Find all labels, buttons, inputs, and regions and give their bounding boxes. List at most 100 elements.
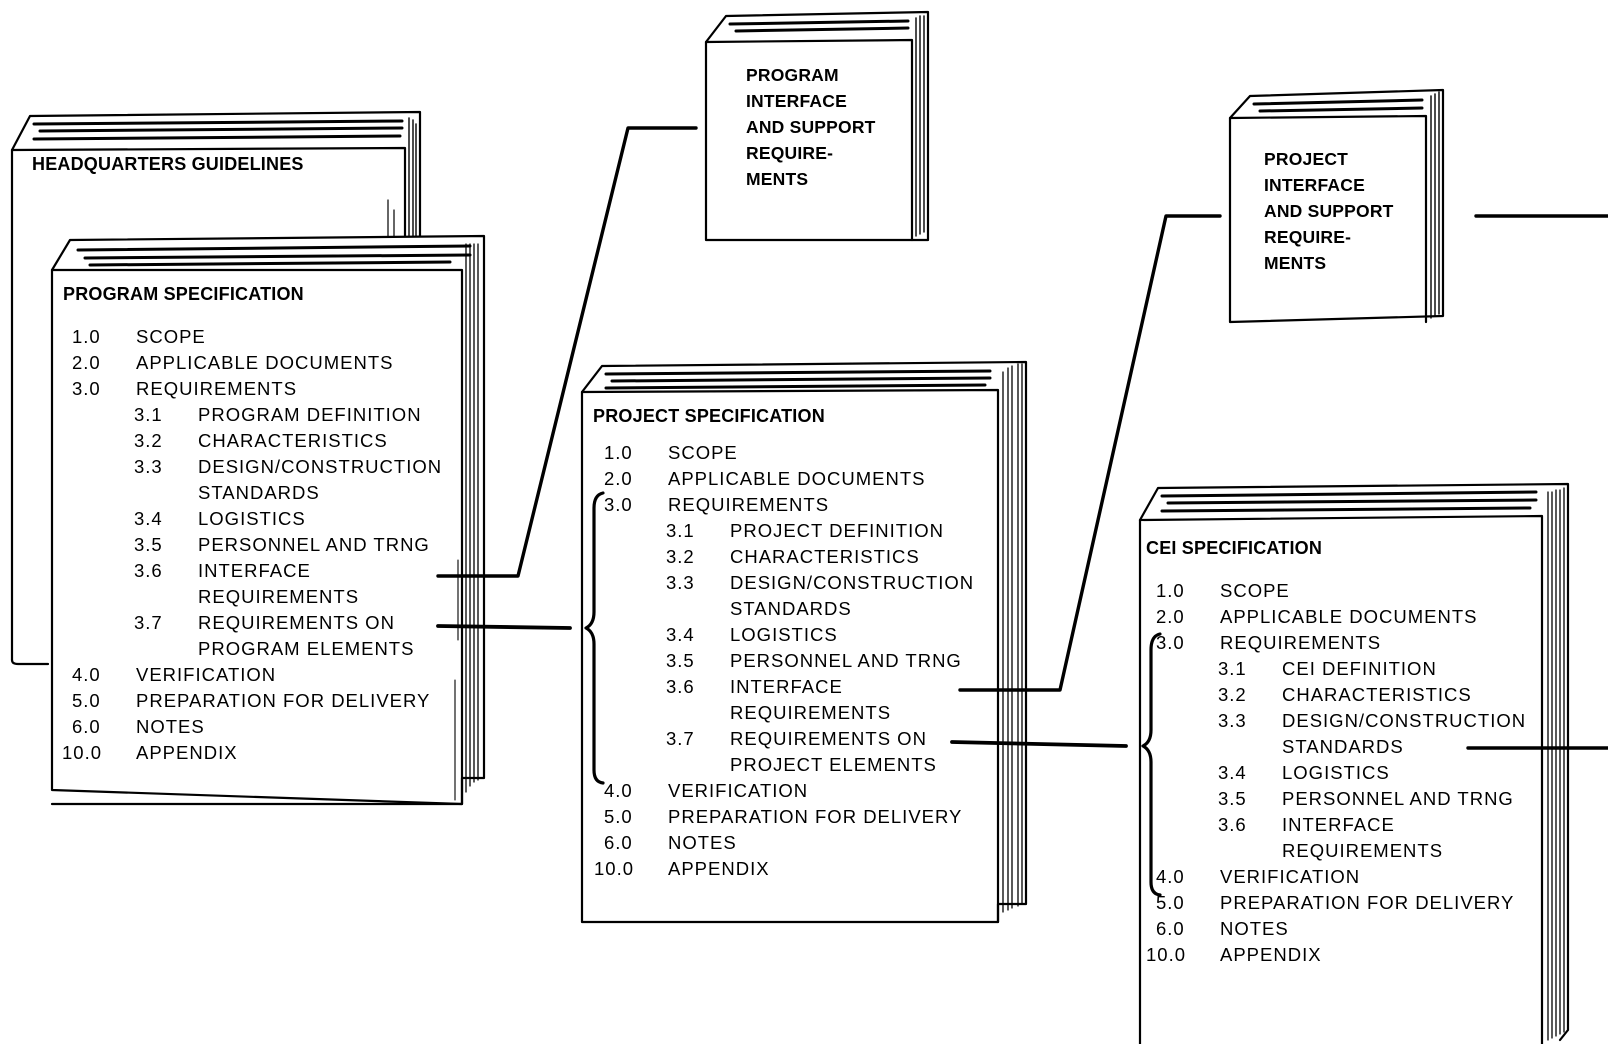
connector-project-elements <box>950 740 1128 748</box>
toc-item-number: 4.0 <box>1156 866 1185 887</box>
toc-item-number: 3.2 <box>666 546 695 567</box>
toc-item-number: 2.0 <box>604 468 633 489</box>
cei-specification-book <box>1138 482 1570 1044</box>
program-interface-line: AND SUPPORT <box>746 117 876 137</box>
toc-item-number: 3.0 <box>1156 632 1185 653</box>
toc-item-label: INTERFACE <box>198 560 311 581</box>
program-interface-book <box>704 10 930 242</box>
toc-item-number: 3.6 <box>666 676 695 697</box>
toc-item-number: 3.3 <box>666 572 695 593</box>
toc-item-number: 3.4 <box>666 624 695 645</box>
headquarters-guidelines-book <box>10 110 422 666</box>
toc-item-number: 6.0 <box>1156 918 1185 939</box>
toc-item-label: INTERFACE <box>1282 814 1395 835</box>
toc-item-label: DESIGN/CONSTRUCTION <box>730 572 975 593</box>
toc-item-label-continued: PROJECT ELEMENTS <box>730 754 937 775</box>
toc-item-label-continued: STANDARDS <box>1282 736 1404 757</box>
program-interface-line: INTERFACE <box>746 91 847 111</box>
connector-project-interface <box>958 214 1222 692</box>
toc-item-label: REQUIREMENTS ON <box>198 612 395 633</box>
toc-item-label: CHARACTERISTICS <box>1282 684 1472 705</box>
toc-item-label: DESIGN/CONSTRUCTION <box>1282 710 1527 731</box>
toc-item-number: 3.1 <box>134 404 163 425</box>
toc-item-number: 3.5 <box>1218 788 1247 809</box>
toc-item-label: PERSONNEL AND TRNG <box>198 534 430 555</box>
connector-program-interface <box>436 126 698 578</box>
toc-item-label: VERIFICATION <box>668 780 809 801</box>
cei-specification-title: CEI SPECIFICATION <box>1146 538 1323 558</box>
program-interface-line: PROGRAM <box>746 65 839 85</box>
program-interface-line: REQUIRE- <box>746 143 834 163</box>
toc-item-number: 1.0 <box>1156 580 1185 601</box>
toc-item-number: 3.0 <box>72 378 101 399</box>
project-requirements-brace <box>584 491 605 785</box>
toc-item-number: 4.0 <box>72 664 101 685</box>
toc-item-label-continued: PROGRAM ELEMENTS <box>198 638 415 659</box>
project-interface-line: REQUIRE- <box>1264 227 1352 247</box>
toc-item-label: REQUIREMENTS <box>1220 632 1382 653</box>
toc-item-number: 3.3 <box>1218 710 1247 731</box>
toc-item-label: SCOPE <box>1220 580 1290 601</box>
toc-item-number: 3.0 <box>604 494 633 515</box>
toc-item-label: PERSONNEL AND TRNG <box>1282 788 1514 809</box>
project-interface-line: PROJECT <box>1264 149 1349 169</box>
toc-item-label: PROGRAM DEFINITION <box>198 404 422 425</box>
toc-item-number: 6.0 <box>604 832 633 853</box>
toc-item-number: 2.0 <box>72 352 101 373</box>
toc-item-label: CHARACTERISTICS <box>198 430 388 451</box>
toc-item-number: 1.0 <box>72 326 101 347</box>
toc-item-number: 10.0 <box>62 742 103 763</box>
headquarters-guidelines-title: HEADQUARTERS GUIDELINES <box>32 154 304 174</box>
toc-item-label: REQUIREMENTS ON <box>730 728 927 749</box>
toc-item-number: 3.6 <box>134 560 163 581</box>
toc-item-label: VERIFICATION <box>136 664 277 685</box>
toc-item-label-continued: STANDARDS <box>730 598 852 619</box>
toc-item-label: PREPARATION FOR DELIVERY <box>1220 892 1515 913</box>
toc-item-label-continued: REQUIREMENTS <box>1282 840 1444 861</box>
toc-item-number: 1.0 <box>604 442 633 463</box>
toc-item-number: 3.4 <box>134 508 163 529</box>
toc-item-label: LOGISTICS <box>730 624 838 645</box>
toc-item-label: REQUIREMENTS <box>136 378 298 399</box>
project-specification-book <box>580 360 1028 924</box>
toc-item-label-continued: REQUIREMENTS <box>730 702 892 723</box>
toc-item-number: 5.0 <box>72 690 101 711</box>
toc-item-label: NOTES <box>136 716 205 737</box>
program-interface-line: MENTS <box>746 169 809 189</box>
toc-item-label: DESIGN/CONSTRUCTION <box>198 456 443 477</box>
toc-item-label: PREPARATION FOR DELIVERY <box>668 806 963 827</box>
toc-item-number: 3.3 <box>134 456 163 477</box>
toc-item-number: 3.2 <box>134 430 163 451</box>
project-interface-label: PROJECT INTERFACE AND SUPPORT REQUIRE- M… <box>1264 146 1394 276</box>
toc-item-label: NOTES <box>668 832 737 853</box>
toc-item-number: 3.5 <box>666 650 695 671</box>
toc-item-number: 10.0 <box>1146 944 1187 965</box>
program-interface-label: PROGRAM INTERFACE AND SUPPORT REQUIRE- M… <box>746 62 876 192</box>
project-specification-title: PROJECT SPECIFICATION <box>593 406 825 426</box>
toc-item-label: NOTES <box>1220 918 1289 939</box>
toc-item-label: LOGISTICS <box>1282 762 1390 783</box>
toc-item-number: 10.0 <box>594 858 635 879</box>
toc-item-label: APPLICABLE DOCUMENTS <box>668 468 926 489</box>
toc-item-label: APPENDIX <box>136 742 238 763</box>
toc-item-number: 6.0 <box>72 716 101 737</box>
toc-item-number: 3.7 <box>134 612 163 633</box>
toc-item-label: APPLICABLE DOCUMENTS <box>136 352 394 373</box>
toc-item-label: APPLICABLE DOCUMENTS <box>1220 606 1478 627</box>
toc-item-label: VERIFICATION <box>1220 866 1361 887</box>
toc-item-number: 3.7 <box>666 728 695 749</box>
project-interface-line: AND SUPPORT <box>1264 201 1394 221</box>
toc-item-label: SCOPE <box>136 326 206 347</box>
toc-item-label: PREPARATION FOR DELIVERY <box>136 690 431 711</box>
toc-item-label: INTERFACE <box>730 676 843 697</box>
toc-item-label: PERSONNEL AND TRNG <box>730 650 962 671</box>
program-specification-book <box>50 234 486 806</box>
project-interface-book <box>1228 88 1445 324</box>
toc-item-label: CEI DEFINITION <box>1282 658 1437 679</box>
toc-item-label: REQUIREMENTS <box>668 494 830 515</box>
toc-item-label: LOGISTICS <box>198 508 306 529</box>
toc-item-label-continued: STANDARDS <box>198 482 320 503</box>
project-interface-line: MENTS <box>1264 253 1327 273</box>
toc-item-number: 3.6 <box>1218 814 1247 835</box>
